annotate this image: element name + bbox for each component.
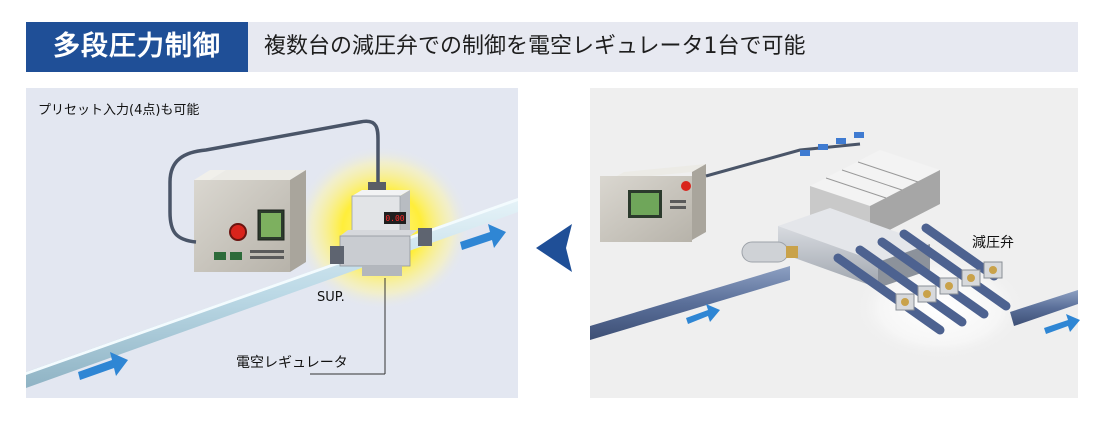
regulator-display-value: 0.00 [385,214,404,223]
flow-arrow-icon [1044,314,1080,334]
header-bar: 多段圧力制御 複数台の減圧弁での制御を電空レギュレータ1台で可能 [26,22,1078,72]
flow-arrow-icon [686,304,720,324]
electro-pneumatic-regulator: 0.00 [330,182,432,276]
reducing-valve-icon [895,293,915,311]
reducing-valve-icon [917,285,937,303]
reducing-valve-icon [961,269,981,287]
controller-unit [194,170,306,272]
sup-label: SUP. [317,290,345,305]
indicator-lamp-icon [681,181,691,191]
controller-unit-right [600,164,706,242]
branch-pipes [833,223,1011,335]
regulator-display [384,212,406,224]
header-badge: 多段圧力制御 [26,22,248,72]
indicator-lamp-icon [229,223,247,241]
reducing-valve-icon [983,261,1003,279]
supply-pipe-right [590,266,1078,340]
signal-cable [168,119,380,244]
header-subtitle: 複数台の減圧弁での制御を電空レギュレータ1台で可能 [264,34,806,59]
flow-arrow-icon [78,352,128,380]
flow-arrow-icon [460,224,506,250]
regulator-label: 電空レギュレータ [236,355,348,371]
transition-arrow-icon [536,224,572,272]
silencer [741,241,798,263]
reducing-valve-label: 減圧弁 [972,235,1014,251]
preset-note: プリセット入力(4点)も可能 [38,103,200,118]
reducing-valve-icon [939,277,959,295]
